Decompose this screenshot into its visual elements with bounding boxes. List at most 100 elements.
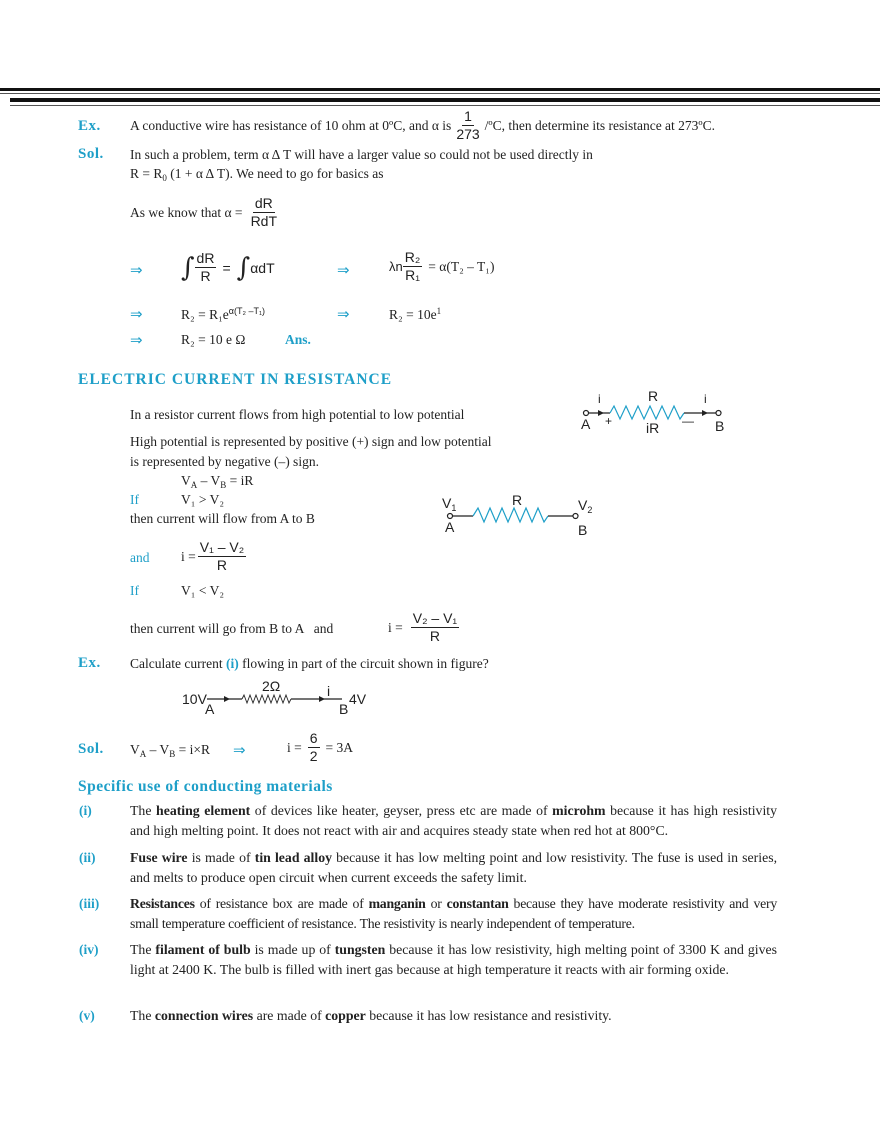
r2-r1-fraction: R₂ R₁	[402, 249, 423, 284]
text: are made of	[253, 1008, 326, 1023]
resistor-diagram-icon	[582, 404, 722, 421]
solution-label: Sol.	[78, 741, 104, 757]
r2-exponent: 1	[436, 306, 442, 316]
implies-arrow-icon: ⇒	[337, 305, 350, 323]
sub-b: B	[169, 749, 176, 759]
bold-term: tungsten	[334, 942, 386, 957]
resistor-label: R	[648, 388, 659, 404]
equals-sign: =	[222, 259, 231, 276]
node-a-label: A	[445, 519, 455, 535]
sub-a: A	[190, 480, 198, 490]
node-a-label: A	[205, 701, 215, 717]
material-item-heating: The heating element of devices like heat…	[130, 801, 777, 841]
text: because it has low resistivity, high mel…	[130, 942, 777, 977]
fraction-denominator: 2	[309, 748, 318, 764]
line2-part-a: R = R	[130, 166, 163, 181]
current-equation-1: i = V₁ – V₂ R	[181, 539, 247, 574]
header-rule-1	[0, 88, 880, 91]
line2-part-b: (1 + α Δ T). We need to go for basics as	[166, 166, 384, 181]
text: is made up of	[250, 942, 335, 957]
implies-arrow-icon: ⇒	[130, 331, 143, 349]
and-label: and	[130, 550, 150, 565]
sub-a: A	[139, 749, 147, 759]
voltage-left-label: 10V	[182, 691, 207, 707]
fraction-denominator: R	[200, 268, 211, 284]
text: The	[130, 942, 156, 957]
example1-text-after: /ºC, then determine its resistance at 27…	[484, 117, 715, 133]
fraction-numerator: R₂	[402, 249, 423, 267]
node-b-label: B	[578, 522, 588, 538]
implies-arrow-icon: ⇒	[130, 261, 143, 279]
node-b-label: B	[715, 418, 725, 434]
ln-text: λn	[389, 259, 403, 274]
text: The	[130, 1008, 155, 1023]
implies-arrow-icon: ⇒	[233, 741, 246, 759]
fraction-denominator: R₁	[405, 267, 420, 283]
sub-1: 1	[451, 503, 457, 513]
r2-final: R₂ = 10 e Ω	[181, 332, 246, 347]
minus-v: – V	[197, 473, 221, 488]
bold-term: copper	[325, 1008, 366, 1023]
solution-label: Sol.	[78, 146, 104, 162]
dr-rdt-fraction: dR RdT	[251, 195, 277, 230]
i-equals: i =	[181, 548, 196, 564]
current-symbol: (i)	[225, 656, 239, 671]
i-equals: i =	[388, 619, 403, 635]
then-a-to-b: then current will flow from A to B	[130, 511, 315, 526]
text: because it has high resistivity and high…	[130, 803, 778, 838]
fraction-denominator: RdT	[250, 213, 278, 229]
current-label: i	[327, 683, 331, 699]
sub-2: 2	[587, 505, 593, 515]
v2-v1-over-r: V₂ – V₁ R	[410, 610, 460, 645]
then-b-to-a: then current will go from B to A and	[130, 621, 334, 636]
v1-label: V1	[442, 495, 456, 513]
exp-exponent: α(T₂ –T₁)	[228, 306, 266, 316]
line2-subscript: 0	[162, 173, 167, 183]
item-number: (iv)	[79, 942, 99, 957]
current-label-right: i	[704, 392, 707, 406]
material-item-wires: The connection wires are made of copper …	[130, 1006, 777, 1026]
r2-10e1: R₂ = 10e1	[389, 306, 441, 323]
condition-v1-gt-v2: V₁ > V₂	[181, 492, 225, 507]
current-label-left: i	[598, 392, 601, 406]
text: or	[425, 896, 447, 911]
bold-term: filament of bulb	[155, 942, 251, 957]
v2-label: V2	[578, 497, 592, 515]
example1-text: A conductive wire has resistance of 10 o…	[130, 108, 715, 143]
va-vb-equation: VA – VB = iR	[181, 473, 253, 490]
node-b-label: B	[339, 701, 349, 717]
answer-label: Ans.	[285, 332, 311, 347]
va-vb-ixr: VA – VB = i×R	[130, 742, 210, 759]
integral-icon: ∫	[236, 252, 251, 283]
resistance-label: 2Ω	[262, 678, 281, 694]
fraction-numerator: V₁ – V₂	[197, 539, 247, 557]
section-heading-electric-current: ELECTRIC CURRENT IN RESISTANCE	[78, 371, 393, 388]
bold-term: connection wires	[154, 1008, 254, 1023]
bold-term: Resistances	[130, 896, 195, 911]
para-potential-2: is represented by negative (–) sign.	[130, 454, 319, 469]
fraction-denominator: R	[216, 557, 228, 573]
circuit-figure: 10V A 2Ω i B 4V	[182, 678, 372, 720]
text-part-a: Calculate current	[130, 656, 226, 671]
resistor-label: R	[512, 492, 523, 508]
resistor-current-figure: i R i A + iR — B	[578, 388, 728, 438]
r2-value: R₂ = 10e	[389, 307, 437, 322]
fraction-numerator: dR	[252, 195, 275, 213]
text: because they have moderate resistivity a…	[130, 896, 777, 931]
solution1-line2: R = R0 (1 + α Δ T). We need to go for ba…	[130, 166, 384, 183]
exp-base: R₂ = R₁e	[181, 307, 229, 322]
ln-equation: λn R₂ R₁ = α(T₂ – T₁)	[389, 249, 495, 284]
alpha-dt: αdT	[250, 259, 275, 276]
section-heading-materials: Specific use of conducting materials	[78, 778, 333, 795]
header-rule-4	[10, 105, 880, 106]
exp-equation: R₂ = R₁eα(T₂ –T₁)	[181, 306, 265, 323]
text: of devices like heater, geyser, press et…	[250, 803, 553, 818]
item-number: (v)	[79, 1008, 95, 1023]
voltage-drop-label: iR	[646, 420, 660, 436]
text: of resistance box are made of	[194, 896, 369, 911]
fraction-numerator: 6	[307, 730, 320, 748]
minus-sign: —	[682, 414, 694, 428]
voltage-right-label: 4V	[349, 691, 367, 707]
implies-arrow-icon: ⇒	[130, 305, 143, 323]
bold-term: manganin	[368, 896, 426, 911]
